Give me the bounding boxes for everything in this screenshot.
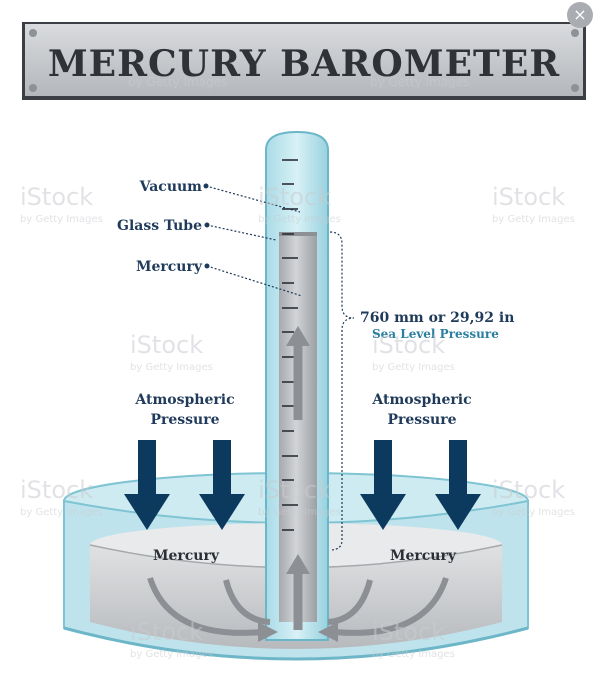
watermark-brand: iStock	[20, 183, 93, 211]
label-atm-right-1: Atmospheric	[371, 392, 471, 408]
label-pressure-value: 760 mm or 29,92 in	[360, 310, 514, 326]
scale-ticks	[282, 159, 298, 531]
watermark-brand: iStock	[258, 476, 331, 504]
label-atm-left-2: Pressure	[150, 412, 219, 428]
watermark-brand: iStock	[372, 331, 445, 359]
arrow-down-icon	[199, 440, 245, 530]
label-dish-right: Mercury	[390, 548, 457, 564]
watermark-credit: by Getty Images	[20, 507, 103, 518]
watermark-brand: iStock	[130, 331, 203, 359]
arrow-down-icon	[360, 440, 406, 530]
watermark-brand: iStock	[492, 476, 565, 504]
label-atm-left-1: Atmospheric	[134, 392, 234, 408]
watermark-brand: iStock	[258, 183, 331, 211]
arrow-up-icon	[286, 554, 310, 574]
arrow-down-icon	[124, 440, 170, 530]
label-glass-tube: Glass Tube	[117, 218, 202, 234]
close-icon: ×	[573, 5, 587, 24]
watermark-credit: by Getty Images	[258, 507, 341, 518]
arrow-down-icon	[435, 440, 481, 530]
pressure-arrows	[124, 440, 481, 530]
watermark-credit: by Getty Images	[130, 362, 213, 373]
arrow-up-icon	[286, 326, 310, 346]
watermark-brand: iStock	[492, 183, 565, 211]
watermark-credit: by Getty Images	[258, 214, 341, 225]
watermark-credit: by Getty Images	[130, 649, 213, 660]
watermark-credit: by Getty Images	[492, 507, 575, 518]
glass-tube	[265, 130, 329, 641]
label-pressure-caption: Sea Level Pressure	[372, 327, 499, 341]
watermark-credit: by Getty Images	[372, 649, 455, 660]
label-atm-right-2: Pressure	[387, 412, 456, 428]
label-vacuum: Vacuum	[139, 179, 203, 195]
watermark-credit: by Getty Images	[492, 214, 575, 225]
watermark-credit: by Getty Images	[372, 362, 455, 373]
watermark-brand: iStock	[372, 618, 445, 646]
watermark: iStock by Getty Images iStock by Getty I…	[20, 75, 575, 660]
page-title: MERCURY BAROMETER	[48, 43, 560, 85]
arrow-right-icon	[258, 622, 278, 642]
close-button[interactable]: ×	[567, 2, 593, 28]
watermark-credit: by Getty Images	[370, 75, 469, 89]
screw-icon	[571, 84, 579, 92]
watermark-brand: iStock	[130, 618, 203, 646]
title-plate: MERCURY BAROMETER	[22, 22, 586, 100]
label-dish-left: Mercury	[153, 548, 220, 564]
label-mercury-column: Mercury	[136, 259, 203, 275]
watermark-credit: by Getty Images	[128, 75, 227, 89]
watermark-brand: iStock	[20, 476, 93, 504]
screw-icon	[29, 29, 37, 37]
screw-icon	[29, 84, 37, 92]
leader-lines	[205, 185, 355, 551]
arrow-left-icon	[318, 622, 338, 642]
screw-icon	[571, 29, 579, 37]
flow-arrows	[147, 577, 449, 636]
watermark-credit: by Getty Images	[20, 214, 103, 225]
